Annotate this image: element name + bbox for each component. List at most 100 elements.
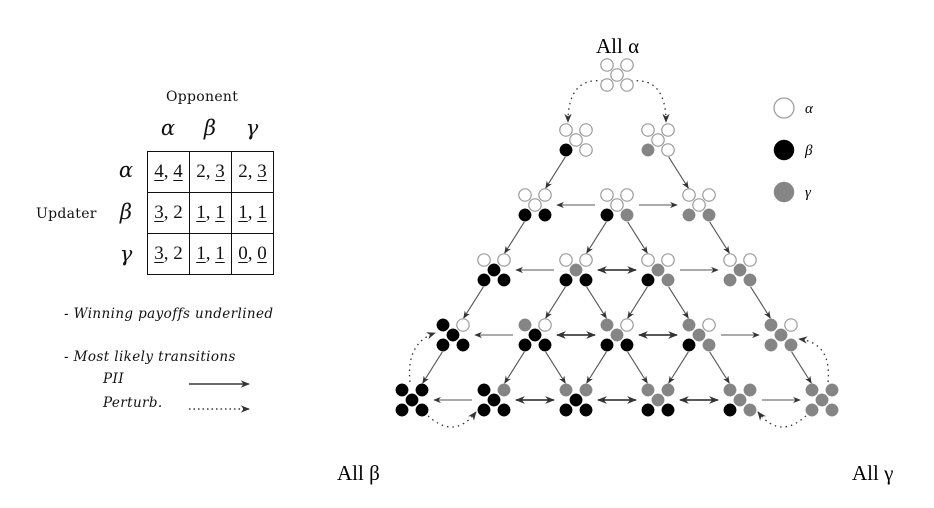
agent-beta-dot xyxy=(579,273,593,287)
agent-alpha-dot xyxy=(661,123,675,137)
agent-gamma-dot xyxy=(682,318,696,332)
agent-gamma-dot xyxy=(805,403,819,417)
agent-alpha-dot xyxy=(600,58,614,72)
pii-arrow xyxy=(504,351,525,384)
agent-alpha-dot xyxy=(620,188,634,202)
pii-arrow xyxy=(586,221,607,254)
agent-beta-dot xyxy=(528,328,542,342)
opponent-payoff: 4 xyxy=(173,161,183,182)
agent-gamma-dot xyxy=(723,383,737,397)
opponent-payoff: 1 xyxy=(215,202,225,223)
pii-arrow xyxy=(463,286,484,319)
agent-alpha-dot xyxy=(538,318,552,332)
agent-beta-dot xyxy=(405,393,419,407)
population-state-node xyxy=(641,383,675,417)
population-state-node xyxy=(641,253,675,287)
pii-arrow xyxy=(586,351,607,384)
agent-alpha-dot xyxy=(620,78,634,92)
population-state-node xyxy=(805,383,839,417)
population-state-node xyxy=(559,123,593,157)
pii-arrow xyxy=(504,221,525,254)
agent-alpha-dot xyxy=(569,133,583,147)
updater-label: Updater xyxy=(36,206,97,222)
payoff-cell: 2, 3 xyxy=(189,151,232,193)
population-state-node xyxy=(641,123,675,157)
pii-arrow xyxy=(627,286,648,319)
population-state-node xyxy=(723,383,757,417)
population-state-node xyxy=(518,188,552,222)
population-state-node xyxy=(436,318,470,352)
agent-beta-dot xyxy=(436,338,450,352)
agent-gamma-dot xyxy=(743,273,757,287)
updater-payoff: 3 xyxy=(154,202,164,223)
agent-gamma-dot xyxy=(774,328,788,342)
agent-gamma-dot xyxy=(610,328,624,342)
population-state-node xyxy=(600,58,634,92)
population-state-node xyxy=(395,383,429,417)
agent-beta-dot xyxy=(518,338,532,352)
agent-alpha-dot xyxy=(651,133,665,147)
pii-label: PII xyxy=(103,371,124,387)
payoff-separator: , xyxy=(205,243,216,264)
legend-alpha-dot xyxy=(773,97,795,119)
legend-gamma-label: γ xyxy=(805,185,812,201)
perturbation-arrow xyxy=(423,411,477,428)
legend-beta-dot xyxy=(773,139,795,161)
payoff-separator: , xyxy=(163,161,174,182)
agent-beta-dot xyxy=(487,393,501,407)
opponent-payoff: 0 xyxy=(257,243,267,264)
agent-gamma-dot xyxy=(815,393,829,407)
agent-beta-dot xyxy=(600,208,614,222)
agent-alpha-dot xyxy=(579,253,593,267)
population-state-node xyxy=(477,383,511,417)
pii-arrow xyxy=(586,286,607,319)
agent-beta-dot xyxy=(538,338,552,352)
agent-alpha-dot xyxy=(600,78,614,92)
agent-beta-dot xyxy=(497,403,511,417)
agent-alpha-dot xyxy=(538,188,552,202)
opponent-payoff: 3 xyxy=(215,161,225,182)
agent-alpha-dot xyxy=(641,253,655,267)
pii-arrow xyxy=(668,156,689,189)
col-header-beta: β xyxy=(203,116,217,140)
agent-beta-dot xyxy=(446,328,460,342)
payoff-separator: , xyxy=(163,243,174,264)
agent-alpha-dot xyxy=(743,253,757,267)
pii-arrow xyxy=(545,156,566,189)
payoff-separator: , xyxy=(205,161,216,182)
payoff-separator: , xyxy=(205,202,216,223)
agent-alpha-dot xyxy=(610,68,624,82)
agent-beta-dot xyxy=(415,403,429,417)
agent-beta-dot xyxy=(641,403,655,417)
agent-gamma-dot xyxy=(733,393,747,407)
label-all-beta: All β xyxy=(337,461,380,485)
agent-alpha-dot xyxy=(702,188,716,202)
pii-arrow xyxy=(545,351,566,384)
agent-gamma-dot xyxy=(661,273,675,287)
agent-alpha-dot xyxy=(620,318,634,332)
agent-beta-dot xyxy=(559,403,573,417)
updater-payoff: 0 xyxy=(238,243,248,264)
agent-beta-dot xyxy=(682,338,696,352)
population-state-node xyxy=(600,318,634,352)
agent-gamma-dot xyxy=(651,263,665,277)
agent-gamma-dot xyxy=(682,208,696,222)
payoff-cell: 0, 0 xyxy=(231,233,274,275)
agent-gamma-dot xyxy=(764,318,778,332)
agent-beta-dot xyxy=(477,273,491,287)
pii-arrow xyxy=(668,286,689,319)
agent-gamma-dot xyxy=(600,318,614,332)
agent-gamma-dot xyxy=(518,318,532,332)
note-winning-payoffs: - Winning payoffs underlined xyxy=(64,306,274,322)
payoff-separator: , xyxy=(247,161,258,182)
agent-gamma-dot xyxy=(743,383,757,397)
payoff-cell: 1, 1 xyxy=(189,192,232,234)
payoff-separator: , xyxy=(163,202,174,223)
agent-beta-dot xyxy=(641,273,655,287)
agent-gamma-dot xyxy=(723,273,737,287)
population-state-node xyxy=(477,253,511,287)
perturb-label: Perturb. xyxy=(103,395,163,411)
